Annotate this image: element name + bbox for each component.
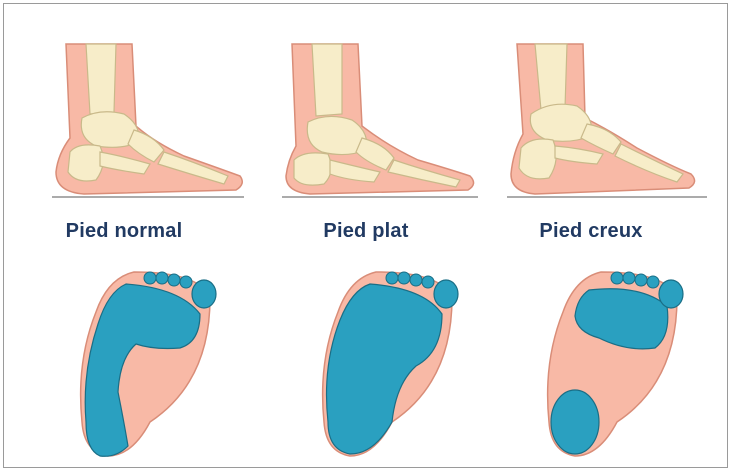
flat-foot-side-illustration xyxy=(246,34,486,204)
foot-label-normal: Pied normal xyxy=(4,220,244,243)
diagram-frame: Pied normal Pied plat xyxy=(3,3,728,468)
foot-panel-hollow: Pied creux xyxy=(471,4,711,469)
normal-foot-sole-pressure-map xyxy=(4,262,244,467)
foot-panel-normal: Pied normal xyxy=(4,4,244,469)
foot-label-hollow: Pied creux xyxy=(471,220,711,243)
normal-foot-side-illustration xyxy=(4,34,244,204)
flat-foot-sole-pressure-map xyxy=(246,262,486,467)
foot-panel-flat: Pied plat xyxy=(246,4,486,469)
foot-label-flat: Pied plat xyxy=(246,220,486,243)
hollow-foot-sole-pressure-map xyxy=(471,262,711,467)
hollow-foot-side-illustration xyxy=(471,34,711,204)
